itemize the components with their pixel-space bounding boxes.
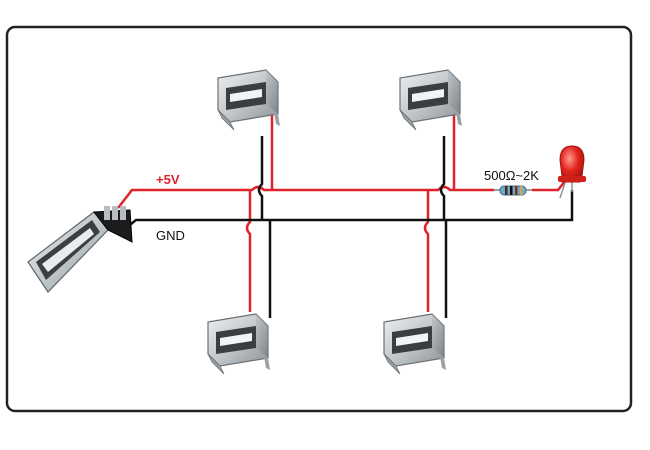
resistor: [494, 185, 532, 196]
red-led: [558, 145, 586, 199]
vcc-label: +5V: [156, 172, 180, 187]
usb-a-male-plug: [27, 206, 133, 293]
vcc-bottom-right-drop: [423, 190, 430, 312]
resistor-label: 500Ω~2K: [484, 168, 539, 183]
vcc-main-wire: [117, 185, 494, 209]
gnd-top-right-drop: [439, 136, 446, 220]
vcc-wires: [117, 108, 567, 312]
gnd-label: GND: [156, 228, 185, 243]
vcc-led-wire: [532, 179, 567, 192]
vcc-bottom-left-drop: [245, 190, 252, 312]
gnd-top-left-drop: [257, 136, 264, 220]
